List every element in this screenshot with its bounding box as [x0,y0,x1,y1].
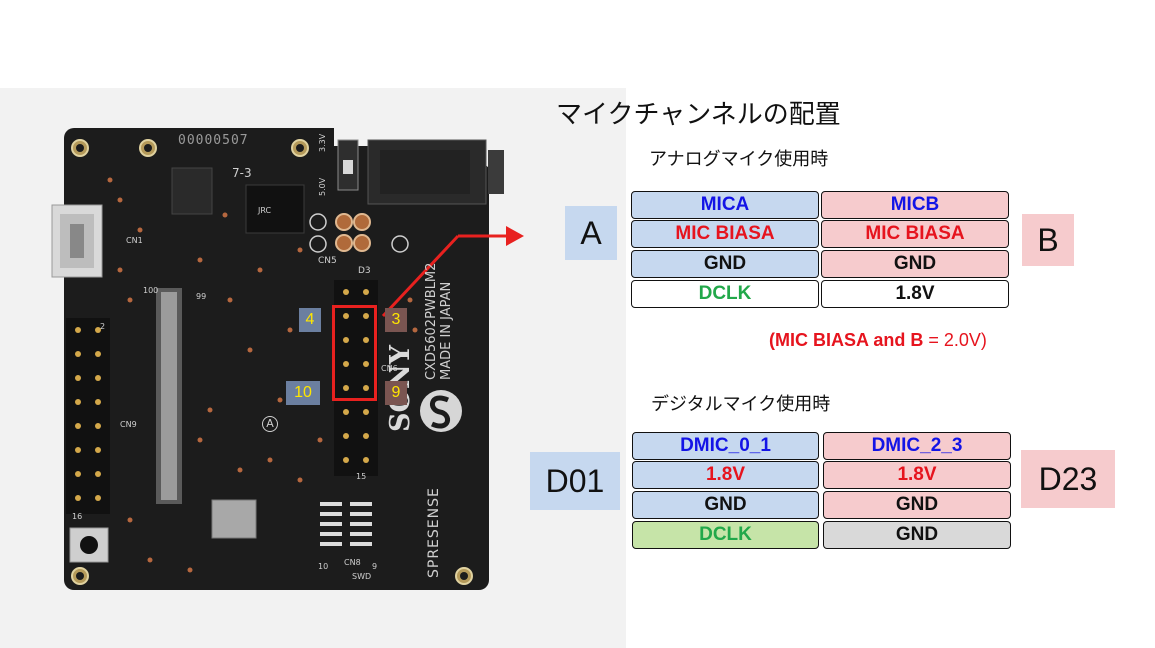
silk-3v3: 3.3V [318,133,327,152]
digital-cell-gnd-c: GND [823,521,1011,549]
chip-line-2: MADE IN JAPAN [439,281,454,380]
analog-cell-bias-b: MIC BIASA [821,220,1009,248]
arrow-head [506,226,524,246]
silk-5v0: 5.0V [318,177,327,196]
silk-10: 10 [318,562,329,571]
analog-cell-bias-a: MIC BIASA [631,220,819,248]
analog-cell-gnd-b: GND [821,250,1009,278]
channel-d01-label: D01 [530,452,620,510]
silk-cn6: CN6 [381,364,398,373]
silk-swd: SWD [352,572,372,581]
silk-cn5: CN5 [318,256,337,266]
page-title: マイクチャンネルの配置 [556,100,841,130]
silk-d3: D3 [358,266,371,276]
usb-connector [51,204,103,278]
board-chip-label: CXD5602PWBLM2 MADE IN JAPAN [424,263,454,380]
digital-cell-1v8-a: 1.8V [632,461,819,489]
vias [107,177,418,573]
silk-cn9: CN9 [120,420,137,429]
digital-cell-dclk: DCLK [632,521,819,549]
digital-cell-1v8-b: 1.8V [823,461,1011,489]
pin-label-9: 9 [385,381,407,405]
cn5-sockets [335,213,371,252]
digital-heading: デジタルマイク使用時 [651,394,831,415]
channel-d23-label: D23 [1021,450,1115,508]
silk-99: 99 [196,292,207,301]
analog-heading: アナログマイク使用時 [649,149,829,170]
digital-cell-dmic01: DMIC_0_1 [632,432,819,460]
digital-cell-dmic23: DMIC_2_3 [823,432,1011,460]
silk-100: 100 [143,286,159,295]
spresense-label: SPRESENSE [426,487,442,578]
silk-cn8: CN8 [344,558,361,567]
chip-line-1: CXD5602PWBLM2 [424,262,439,380]
note-bold: (MIC BIASA and B [769,330,924,350]
arrow-line [381,234,460,318]
channel-a-label: A [565,206,617,260]
fpc-connector [156,288,182,504]
silk-16: 16 [72,512,83,521]
bias-voltage-note: (MIC BIASA and B = 2.0V) [769,330,987,351]
mic-header-highlight [332,305,377,401]
board-details [51,139,524,585]
silk-2: 2 [100,322,106,331]
chip-qr [171,167,213,215]
pin-label-3: 3 [385,308,407,332]
silk-cn1: CN1 [126,236,143,245]
analog-cell-1v8: 1.8V [821,280,1009,308]
analog-cell-dclk: DCLK [631,280,819,308]
silk-a: A [262,416,278,432]
silk-9: 9 [372,562,378,571]
chip-marking: JRC [258,206,272,215]
channel-b-label: B [1022,214,1074,266]
audio-jack [367,139,504,205]
pin-header-cn6 [334,280,378,476]
digital-cell-gnd-a: GND [632,491,819,519]
board-revision: 7-3 [232,166,252,180]
silk-15: 15 [356,472,367,481]
board-serial: 00000507 [178,133,249,148]
ground-pad [211,499,257,539]
pin-label-10: 10 [286,381,320,405]
analog-cell-mica: MICA [631,191,819,219]
analog-cell-gnd-a: GND [631,250,819,278]
note-rest: = 2.0V) [923,330,987,350]
pin-label-4: 4 [299,308,321,332]
pin-header-cn9 [66,318,110,514]
analog-cell-micb: MICB [821,191,1009,219]
chip-ic [245,184,305,234]
smd-pads [320,502,372,546]
digital-cell-gnd-b: GND [823,491,1011,519]
